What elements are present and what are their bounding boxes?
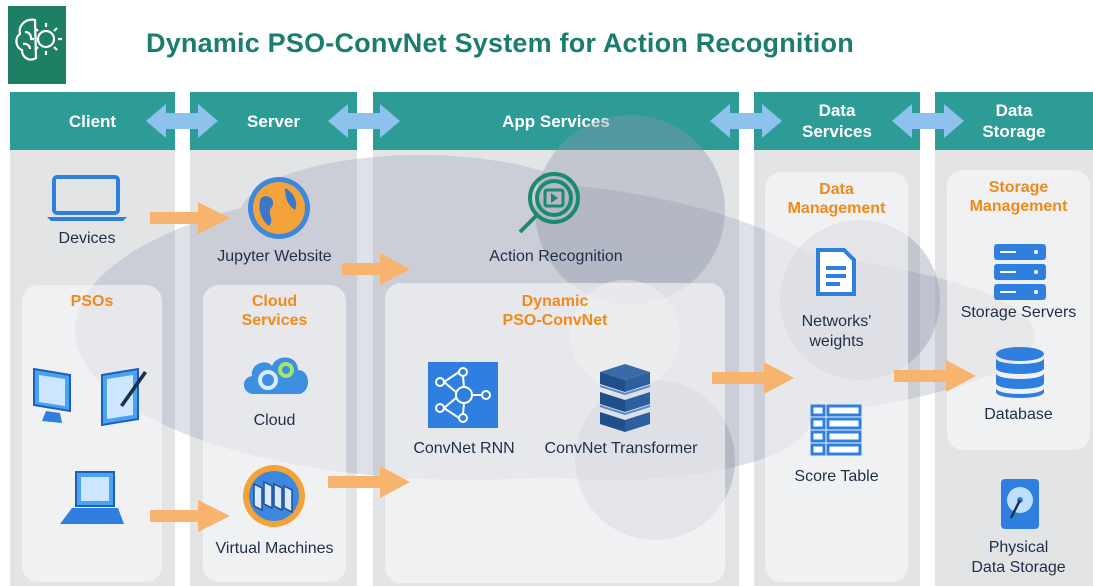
bidir-arrow-server-app xyxy=(328,104,400,138)
storage-servers-label: Storage Servers xyxy=(960,304,1077,321)
arrow-convnet-data xyxy=(712,362,794,394)
data-storage-header: Data Storage xyxy=(935,92,1093,150)
app-services-header-label: App Services xyxy=(502,111,610,131)
stacked-blocks-icon xyxy=(599,364,651,432)
storage-management-title: Storage Management xyxy=(969,179,1068,215)
database-icon xyxy=(996,347,1044,398)
page-title: Dynamic PSO-ConvNet System for Action Re… xyxy=(146,28,854,58)
storage-management-panel xyxy=(947,170,1090,450)
server-header-label: Server xyxy=(247,111,300,131)
globe-icon xyxy=(248,177,310,239)
bidir-arrow-data-storage xyxy=(892,104,964,138)
arrow-devices-jupyter xyxy=(150,202,230,234)
cloud-services-title: Cloud Services xyxy=(241,293,308,329)
convnet-rnn-label: ConvNet RNN xyxy=(413,440,515,457)
physical-storage-label: Physical Data Storage xyxy=(971,539,1066,576)
neural-network-icon xyxy=(428,362,498,428)
arrow-laptop-vm xyxy=(150,500,230,532)
document-icon xyxy=(816,248,856,296)
data-management-title: Data Management xyxy=(787,181,886,217)
arrow-jupyter-app xyxy=(342,253,410,285)
virtual-machines-icon xyxy=(243,465,305,527)
laptop-3d-icon xyxy=(60,471,124,524)
cloud-label: Cloud xyxy=(253,412,296,429)
bidir-arrow-client-server xyxy=(146,104,218,138)
dynamic-pso-convnet-title: Dynamic PSO-ConvNet xyxy=(502,293,608,329)
action-recognition-label: Action Recognition xyxy=(489,248,623,265)
tablet-pen-icon xyxy=(101,367,147,427)
dynamic-pso-convnet-panel xyxy=(385,283,725,583)
arrow-vm-convnet xyxy=(328,466,410,498)
virtual-machines-label: Virtual Machines xyxy=(215,540,334,557)
data-storage-header-label: Data Storage xyxy=(982,101,1046,141)
bidir-arrow-app-data xyxy=(710,104,782,138)
hard-drive-icon xyxy=(1001,479,1039,529)
psos-panel xyxy=(22,285,162,582)
arrow-data-storage xyxy=(894,360,976,392)
cloud-services-panel xyxy=(203,285,346,582)
table-icon xyxy=(810,404,862,456)
networks-weights-label: Networks' weights xyxy=(801,313,872,350)
data-services-header-label: Data Services xyxy=(802,101,872,141)
score-table-label: Score Table xyxy=(794,468,879,485)
app-services-header: App Services xyxy=(373,92,739,150)
client-header-label: Client xyxy=(68,111,117,131)
laptop-icon xyxy=(47,175,127,221)
psos-title: PSOs xyxy=(70,293,114,310)
monitor-icon xyxy=(33,367,71,423)
brain-gear-icon xyxy=(8,6,66,84)
magnifier-play-icon xyxy=(518,172,580,234)
server-stack-icon xyxy=(994,244,1046,300)
convnet-transformer-label: ConvNet Transformer xyxy=(544,440,698,457)
devices-label: Devices xyxy=(58,230,116,247)
jupyter-label: Jupyter Website xyxy=(217,248,332,265)
database-label: Database xyxy=(984,406,1053,423)
cloud-gears-icon xyxy=(243,357,309,394)
